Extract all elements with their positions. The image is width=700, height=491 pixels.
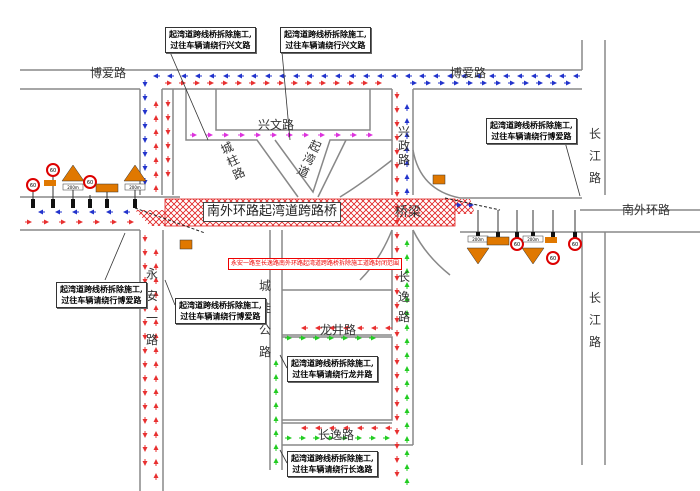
callout-line: 过往车辆请绕行兴文路 [285, 40, 366, 50]
barrier-icon [179, 239, 193, 250]
road-work-sign-icon [466, 247, 490, 265]
callout-line: 过往车辆请绕行博爱路 [180, 311, 261, 321]
traffic-cone-icon [515, 232, 519, 241]
barrier-icon [432, 174, 446, 185]
speed-limit-sign-icon [510, 237, 524, 251]
road-work-sign-icon [521, 247, 545, 265]
traffic-cone-icon [496, 232, 500, 241]
road-work-sign-icon [123, 164, 147, 182]
callout-line: 起湾道跨线桥拆除施工, [169, 29, 252, 39]
speed-limit-value: 60 [50, 168, 56, 174]
bridge-label-right: 桥梁 [395, 205, 422, 220]
speed-limit-value: 60 [572, 242, 578, 248]
chevron-sign-icon [486, 236, 510, 246]
road-edges [20, 40, 700, 491]
detour-arrows [25, 73, 580, 485]
closure-taper [134, 207, 206, 234]
callout-changyi: 起湾道跨线桥拆除施工,过往车辆请绕行长逸路 [287, 451, 378, 477]
traffic-cone-icon [133, 199, 137, 208]
road-label-boai-right: 博爱路 [450, 66, 487, 80]
road-work-sign-icon [61, 164, 85, 182]
callout-longjing: 起湾道跨线桥拆除施工,过往车辆请绕行龙井路 [287, 356, 378, 382]
road-label-xingzheng: 兴政路 [397, 125, 410, 167]
callout-xingwen-2: 起湾道跨线桥拆除施工,过往车辆请绕行兴文路 [280, 27, 371, 53]
traffic-cone-icon [71, 199, 75, 208]
distance-plate [522, 235, 544, 243]
traffic-cone-icon [105, 199, 109, 208]
speed-limit-value: 60 [514, 242, 520, 248]
callout-line: 过往车辆请绕行龙井路 [292, 369, 373, 379]
callout-line: 起湾道跨线桥拆除施工, [490, 120, 573, 130]
speed-limit-value: 60 [30, 183, 36, 189]
speed-limit-sign-icon [568, 237, 582, 251]
distance-value: 200m [67, 185, 79, 190]
speed-limit-sign-icon [46, 163, 60, 177]
callout-xingwen-1: 起湾道跨线桥拆除施工,过往车辆请绕行兴文路 [165, 27, 256, 53]
speed-limit-sign-icon [546, 251, 560, 265]
callout-line: 过往车辆请绕行兴文路 [170, 40, 251, 50]
road-label-longjing: 龙井路 [320, 323, 357, 337]
callout-line: 起湾道跨线桥拆除施工, [284, 29, 367, 39]
callout-line: 起湾道跨线桥拆除施工, [291, 453, 374, 463]
callout-line: 过往车辆请绕行博爱路 [61, 295, 142, 305]
closure-caption: 永安一路至长逸路南外环路起湾道跨路桥拆除施工道路封闭范围 [228, 258, 403, 270]
distance-value: 200m [129, 185, 141, 190]
callout-boai-yongan: 起湾道跨线桥拆除施工,过往车辆请绕行博爱路 [175, 298, 266, 324]
bridge-title: 南外环路起湾道跨路桥 [203, 202, 342, 222]
road-label-changjiang-upper: 长江路 [588, 127, 601, 185]
road-label-changyi: 长逸路 [397, 270, 410, 324]
speed-limit-value: 60 [87, 180, 93, 186]
distance-plate [124, 183, 146, 191]
callout-line: 起湾道跨线桥拆除施工, [179, 300, 262, 310]
closure-taper [444, 197, 501, 211]
road-label-nanwaihuan: 南外环路 [622, 203, 671, 217]
speed-limit-sign-icon [26, 178, 40, 192]
callout-line: 起湾道跨线桥拆除施工, [60, 284, 143, 294]
traffic-cone-icon [51, 199, 55, 208]
callout-line: 起湾道跨线桥拆除施工, [291, 358, 374, 368]
traffic-cone-icon [31, 199, 35, 208]
distance-plate [62, 183, 84, 191]
detour-plate [44, 180, 56, 186]
road-label-changjiang-lower: 长江路 [588, 291, 601, 349]
traffic-cone-icon [88, 199, 92, 208]
speed-limit-sign-icon [83, 175, 97, 189]
traffic-cone-icon [551, 232, 555, 241]
traffic-cone-icon [573, 232, 577, 241]
road-label-xingwen: 兴文路 [258, 118, 295, 132]
detour-plate [545, 237, 557, 243]
signage: 60 60 200m 60 200m 200m 60 200m 60 60 [26, 163, 582, 265]
callout-line: 过往车辆请绕行博爱路 [491, 131, 572, 141]
callout-boai-right: 起湾道跨线桥拆除施工,过往车辆请绕行博爱路 [486, 118, 577, 144]
speed-limit-value: 60 [550, 256, 556, 262]
callout-leaders [104, 51, 581, 464]
road-label-yongan: 永安一路 [145, 267, 158, 347]
road-label-changyi-bottom: 长逸路 [318, 428, 355, 442]
road-label-boai-left: 博爱路 [90, 66, 127, 80]
chevron-sign-icon [95, 183, 119, 193]
callout-line: 过往车辆请绕行长逸路 [292, 464, 373, 474]
callout-boai-left: 起湾道跨线桥拆除施工,过往车辆请绕行博爱路 [56, 282, 147, 308]
distance-value: 200m [472, 237, 484, 242]
distance-value: 200m [527, 237, 539, 242]
